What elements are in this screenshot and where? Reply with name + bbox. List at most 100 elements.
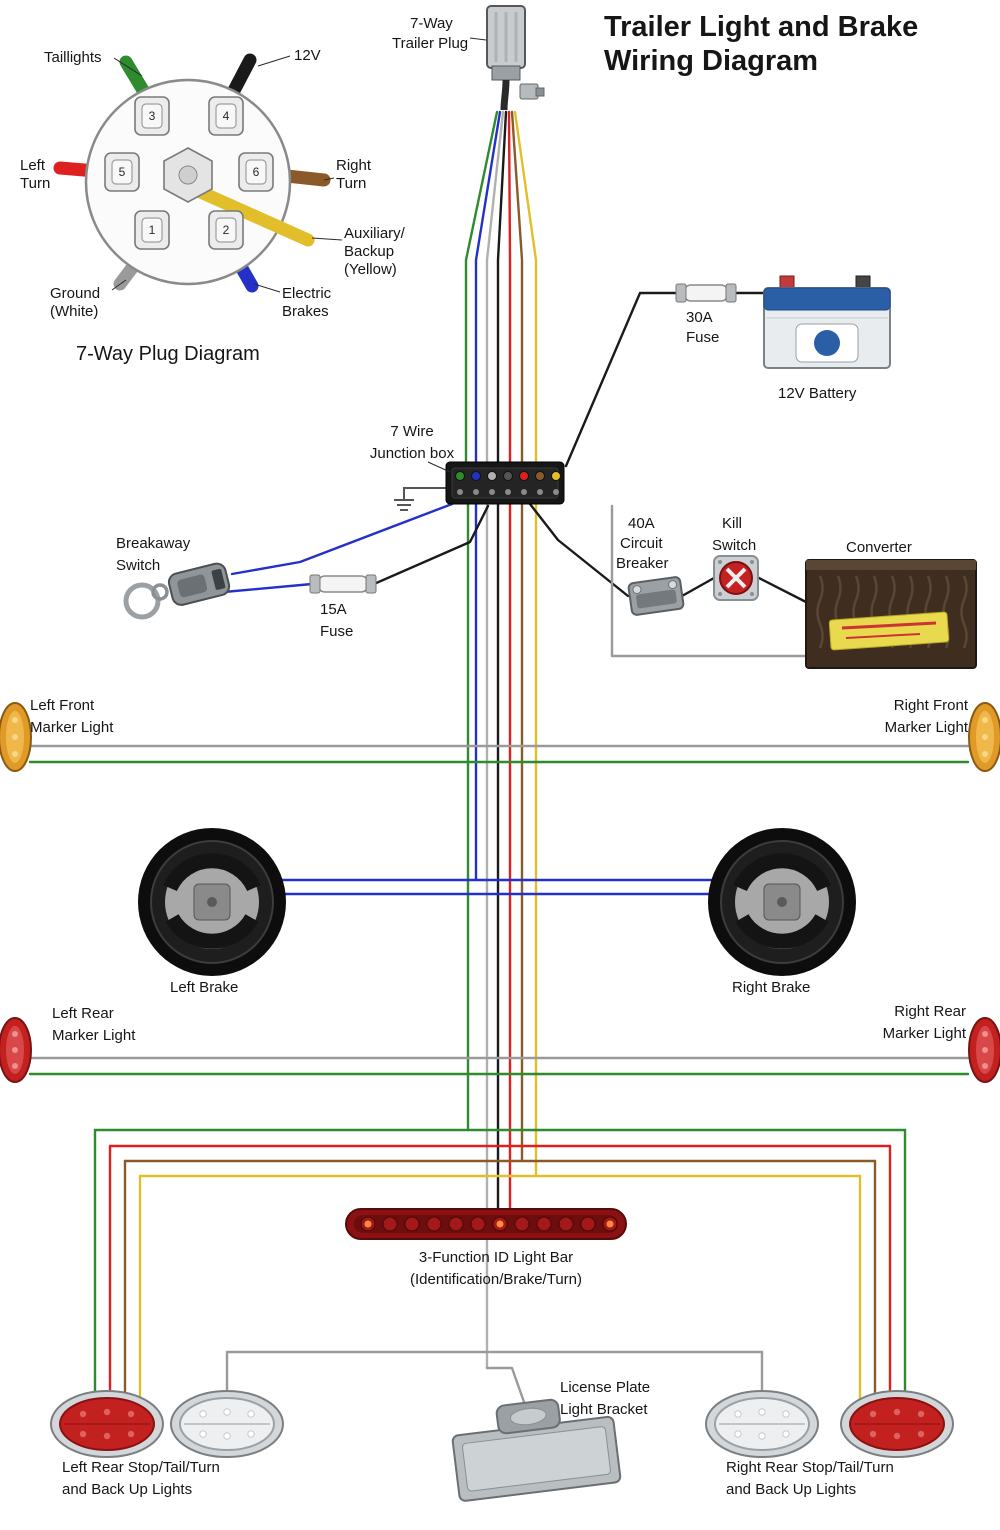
trailer-plug-bracket (519, 83, 539, 100)
marker-dot (982, 717, 988, 723)
fuse-15a: 15A Fuse (309, 574, 377, 640)
converter-sticker-text-line (845, 633, 921, 639)
lens-dot (782, 1410, 790, 1418)
right-rear-marker-label-2: Marker Light (883, 1025, 967, 1042)
kill-switch-screw (750, 592, 754, 596)
pin-1-number: 1 (149, 223, 156, 237)
junction-screw (521, 489, 527, 495)
pin-2-number: 2 (223, 223, 230, 237)
right-rear-lights-label-1: Right Rear Stop/Tail/Turn (726, 1459, 894, 1476)
lens-dot (127, 1430, 135, 1438)
left-brake (138, 828, 286, 976)
license-plate-inner (462, 1426, 611, 1492)
left-rear-marker-label-2: Marker Light (52, 1027, 136, 1044)
light-bar-label-1: 3-Function ID Light Bar (419, 1249, 573, 1266)
battery-top-band (763, 287, 891, 311)
right-backup-light (705, 1390, 819, 1458)
plug-pin-3: 3 (134, 96, 170, 136)
marker-dot (982, 1047, 988, 1053)
left-rear-lights-label-1: Left Rear Stop/Tail/Turn (62, 1459, 220, 1476)
trailer-plug-bracket-tab (535, 87, 545, 97)
converter-label: Converter (846, 539, 912, 556)
lens-dot (734, 1410, 742, 1418)
marker-dot (12, 1063, 18, 1069)
circuit-breaker-label-2: Circuit (620, 535, 663, 552)
license-bracket-label-1: License Plate (560, 1379, 650, 1396)
pin-3-number: 3 (149, 109, 156, 123)
bar-lamp-lit (606, 1220, 614, 1228)
kill-switch-label-2: Switch (712, 537, 756, 554)
lens-dot (247, 1430, 255, 1438)
trailer-plug-pointer (469, 37, 487, 41)
seven-way-plug-diagram: 3 4 5 6 1 2 (20, 47, 406, 365)
plug-pin-2: 2 (208, 210, 244, 250)
title-line-1: Trailer Light and Brake (604, 11, 918, 43)
twelve-volt-label: 12V (294, 47, 321, 64)
converter-sticker-text-line (841, 621, 937, 630)
pin-6-socket (245, 159, 267, 185)
pin-2-socket (215, 217, 237, 243)
breakaway-body-end (211, 568, 226, 590)
wire-black-killswitch-to-converter (755, 575, 808, 604)
pin-3-socket (141, 103, 163, 129)
wire-green-plug-to-junction (464, 110, 499, 464)
wire-gray-left-backup (225, 1350, 489, 1400)
lens-dot (103, 1432, 111, 1440)
circuit-breaker-label-3: Breaker (616, 555, 669, 572)
fuse-30a-cap-right (725, 283, 737, 303)
trailer-plug-cable (500, 79, 510, 111)
breakaway-switch: Breakaway Switch (116, 535, 231, 620)
pin-6-number: 6 (253, 165, 260, 179)
plug-diagram-caption: 7-Way Plug Diagram (76, 343, 260, 365)
junction-box-label-1: 7 Wire (390, 423, 433, 440)
marker-dot (982, 751, 988, 757)
auxiliary-pointer (311, 237, 343, 241)
bar-lamp (514, 1216, 530, 1232)
bar-lamp (470, 1216, 486, 1232)
wire-black-fuse15-to-junction (372, 504, 490, 586)
trailer-plug: 7-Way Trailer Plug (392, 5, 545, 111)
lens-dot (758, 1432, 766, 1440)
junction-terminal-blue (471, 471, 481, 481)
right-front-marker-light (968, 702, 1000, 772)
title-line-2: Wiring Diagram (604, 45, 818, 77)
lens-dot (869, 1430, 877, 1438)
junction-terminal-black (503, 471, 513, 481)
converter-sticker (828, 611, 950, 651)
taillights-label: Taillights (44, 49, 102, 66)
junction-box-pointer (427, 461, 451, 473)
fuse-15a-cap-right (365, 574, 377, 594)
breakaway-label-2: Switch (116, 557, 160, 574)
kill-switch-screw (718, 592, 722, 596)
pin-5-socket (111, 159, 133, 185)
license-bracket-label-2: Light Bracket (560, 1401, 648, 1418)
junction-box: 7 Wire Junction box (370, 423, 565, 505)
junction-screw (473, 489, 479, 495)
right-rear-marker-label-1: Right Rear (894, 1003, 966, 1020)
bar-lamp-lit (496, 1220, 504, 1228)
marker-dot (12, 1047, 18, 1053)
right-turn-label-1: Right (336, 157, 372, 174)
right-front-marker-label-1: Right Front (894, 697, 969, 714)
plug-pin-1: 1 (134, 210, 170, 250)
trailer-plug-label-2: Trailer Plug (392, 35, 468, 52)
circuit-breaker-terminal (632, 585, 642, 595)
kill-switch-label-1: Kill (722, 515, 742, 532)
right-stop-tail-turn-light (840, 1390, 954, 1458)
breakaway-label-1: Breakaway (116, 535, 191, 552)
license-light-lens (509, 1407, 547, 1426)
plug-center-socket (178, 165, 198, 185)
wire-yellow-plug-to-junction (513, 110, 538, 464)
lens-dot (869, 1410, 877, 1418)
plug-pin-5: 5 (104, 152, 140, 192)
lens-dot (79, 1410, 87, 1418)
junction-screw (505, 489, 511, 495)
lens-dot (734, 1430, 742, 1438)
junction-terminal-red (519, 471, 529, 481)
fuse-15a-label-2: Fuse (320, 623, 353, 640)
taillights-pointer (113, 57, 143, 77)
marker-dot (12, 717, 18, 723)
battery-emblem (814, 330, 840, 356)
right-brake-shoe-bottom (735, 913, 829, 949)
